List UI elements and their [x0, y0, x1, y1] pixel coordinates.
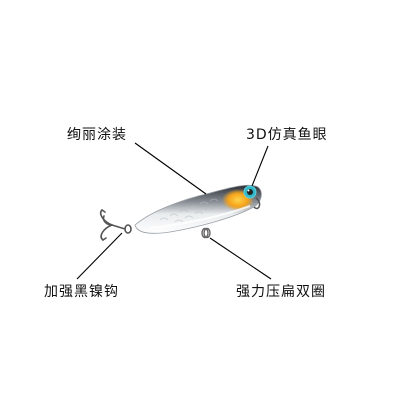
- split-ring: [201, 227, 211, 239]
- line-tie: [253, 197, 261, 210]
- label-hook: 加强黑镍钩: [44, 284, 119, 300]
- lure-eye: [243, 185, 257, 199]
- label-eye: 3D仿真鱼眼: [246, 127, 328, 143]
- treble-hook-icon: [99, 209, 132, 241]
- annotation-leaders: [76, 142, 272, 280]
- leader-paint: [134, 142, 207, 195]
- label-paint: 绚丽涂装: [67, 127, 127, 143]
- leader-eye: [251, 145, 269, 187]
- leader-hook: [76, 232, 123, 280]
- leader-ring: [209, 237, 272, 280]
- label-ring: 强力压扁双圈: [236, 284, 326, 300]
- lure-body: [134, 184, 262, 234]
